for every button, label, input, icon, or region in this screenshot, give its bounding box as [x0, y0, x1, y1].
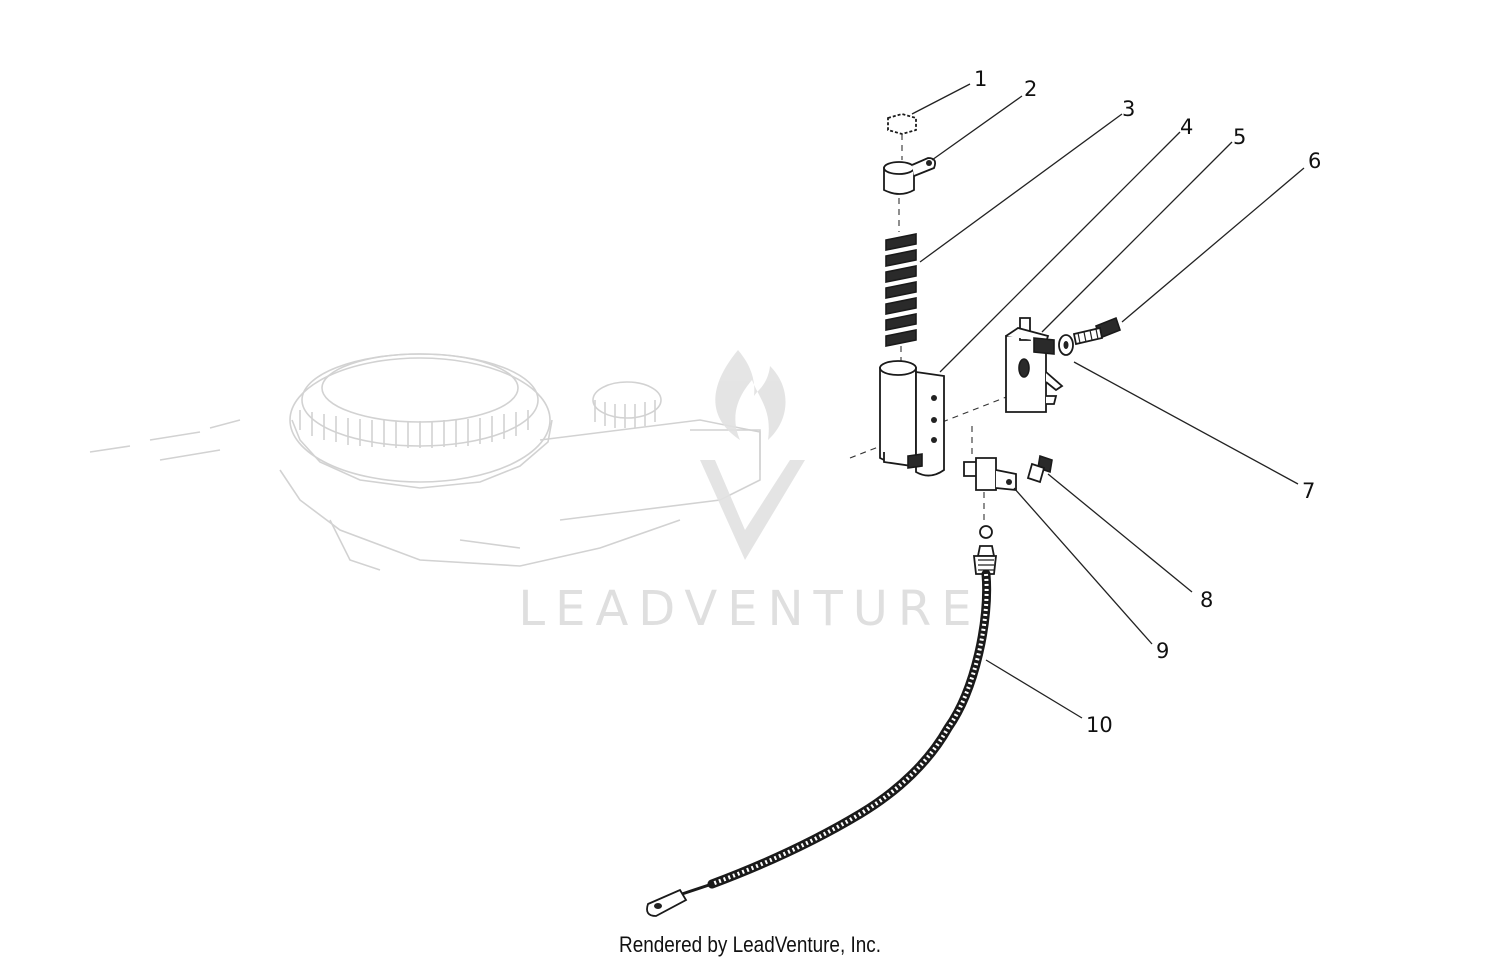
- callout-10: 10: [1086, 713, 1113, 737]
- part-8-screw: [1026, 454, 1053, 484]
- leader-lines: [911, 83, 1305, 719]
- callout-3: 3: [1122, 97, 1135, 121]
- flame-icon: [715, 350, 786, 440]
- part-6-screw: [1072, 316, 1121, 346]
- v-logo-icon: [700, 460, 805, 560]
- part-1-nut: [887, 113, 917, 160]
- part-3-spring: [885, 233, 917, 364]
- engine-background-drawing: [89, 353, 1051, 571]
- callout-8: 8: [1200, 588, 1213, 612]
- part-5-switch: [1005, 317, 1073, 413]
- callout-6: 6: [1308, 149, 1321, 173]
- callout-5: 5: [1233, 125, 1246, 149]
- callout-labels: 1 2 3 4 5 6 7 8 9 10: [974, 67, 1321, 737]
- part-4-housing-bracket: [879, 360, 945, 477]
- callout-7: 7: [1302, 479, 1315, 503]
- callout-4: 4: [1180, 115, 1193, 139]
- callout-2: 2: [1024, 77, 1037, 101]
- callout-9: 9: [1156, 639, 1169, 663]
- part-2-lever-cap: [883, 157, 937, 232]
- footer-credit: Rendered by LeadVenture, Inc.: [619, 932, 881, 957]
- callout-1: 1: [974, 67, 987, 91]
- part-10-cable: [646, 525, 998, 917]
- watermark-text: LEADVENTURE: [518, 581, 981, 637]
- part-7-washer: [1058, 334, 1074, 356]
- leadventure-watermark: LEADVENTURE: [518, 350, 981, 637]
- part-9-bracket-clip: [963, 426, 1017, 520]
